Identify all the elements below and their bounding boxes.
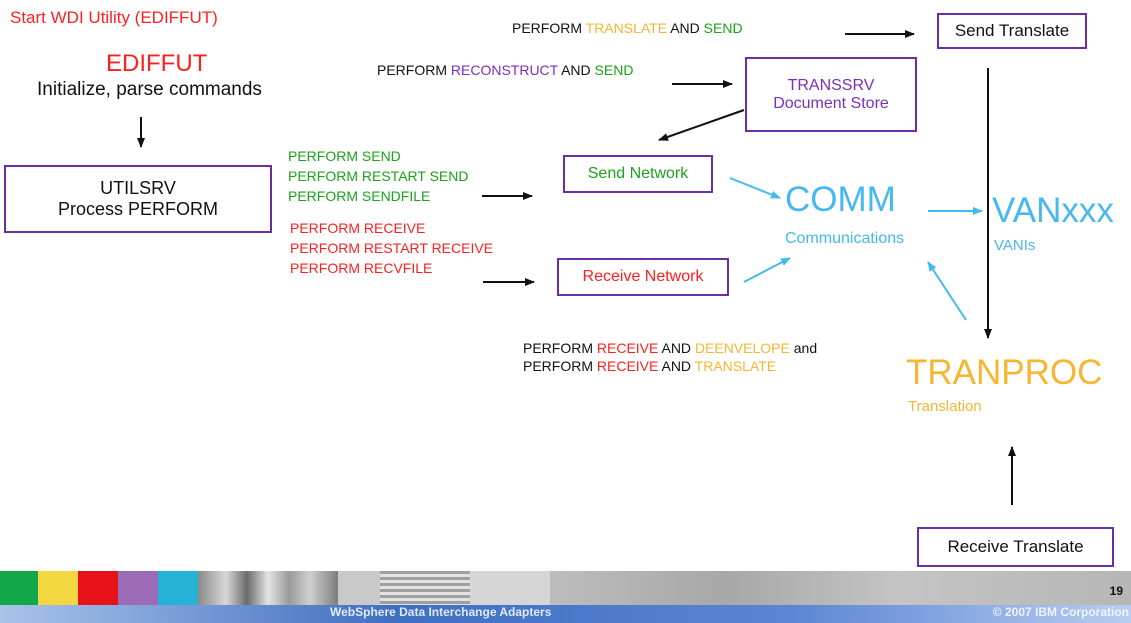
footer: 19 WebSphere Data Interchange Adapters ©… [0, 571, 1131, 623]
receive-word: RECEIVE [596, 340, 659, 356]
send-translate-box: Send Translate [937, 13, 1087, 49]
perform-receive-deenvelope: PERFORM RECEIVE AND DEENVELOPE and [523, 340, 817, 356]
gray-strip-2 [470, 571, 550, 605]
color-block-purple [118, 571, 158, 605]
perform-word: PERFORM [523, 358, 597, 374]
footer-copyright: © 2007 IBM Corporation [992, 605, 1129, 619]
receive-translate-label: Receive Translate [947, 537, 1084, 556]
transsrv-title: TRANSSRV [787, 76, 875, 94]
ediffut-title: EDIFFUT [106, 50, 208, 77]
translate-word: TRANSLATE [585, 20, 668, 36]
perform-word: PERFORM [512, 20, 586, 36]
perform-reconstruct-send: PERFORM RECONSTRUCT AND SEND [377, 62, 633, 78]
perform-send: PERFORM SEND [288, 148, 401, 164]
color-block-cyan [158, 571, 198, 605]
receive-translate-box: Receive Translate [917, 527, 1114, 567]
footer-bar [0, 605, 1131, 623]
color-block-green [0, 571, 38, 605]
comm-subtitle: Communications [785, 230, 905, 247]
arrow-tranproc-to-comm [927, 261, 967, 321]
perform-sendfile: PERFORM SENDFILE [288, 188, 431, 204]
and-word: AND [667, 20, 704, 36]
receive-network-label: Receive Network [582, 268, 704, 285]
send-word: SEND [594, 62, 634, 78]
transsrv-subtitle: Document Store [773, 94, 889, 112]
van-subtitle: VANIs [994, 237, 1036, 254]
page-number: 19 [1109, 584, 1123, 598]
perform-receive: PERFORM RECEIVE [290, 220, 426, 236]
deenvelope-word: DEENVELOPE [694, 340, 790, 356]
arrow-receive-network-to-comm [743, 257, 791, 283]
translate-word: TRANSLATE [694, 358, 777, 374]
footer-product: WebSphere Data Interchange Adapters [330, 605, 552, 619]
send-network-label: Send Network [587, 165, 689, 182]
transsrv-box: TRANSSRV Document Store [745, 57, 917, 132]
and-word: AND [658, 358, 695, 374]
gray-strip [338, 571, 380, 605]
perform-word: PERFORM [377, 62, 451, 78]
tranproc-title: TRANPROC [906, 353, 1103, 392]
perform-receive-translate: PERFORM RECEIVE AND TRANSLATE [523, 358, 776, 374]
perform-word: PERFORM [523, 340, 597, 356]
and-tail-word: and [789, 340, 818, 356]
receive-network-box: Receive Network [557, 258, 729, 296]
utilsrv-box: UTILSRV Process PERFORM [4, 165, 272, 233]
utilsrv-title: UTILSRV [100, 178, 176, 198]
perform-recvfile: PERFORM RECVFILE [290, 260, 433, 276]
send-word: SEND [703, 20, 743, 36]
perform-restart-send: PERFORM RESTART SEND [288, 168, 469, 184]
start-title: Start WDI Utility (EDIFFUT) [10, 8, 218, 27]
and-word: AND [557, 62, 595, 78]
send-translate-label: Send Translate [954, 21, 1070, 40]
send-network-box: Send Network [563, 155, 713, 193]
utilsrv-subtitle: Process PERFORM [57, 199, 219, 219]
and-word: AND [658, 340, 695, 356]
receive-word: RECEIVE [596, 358, 659, 374]
reconstruct-word: RECONSTRUCT [450, 62, 558, 78]
van-title: VANxxx [992, 191, 1114, 230]
pattern-strip-icon [380, 571, 470, 605]
perform-restart-receive: PERFORM RESTART RECEIVE [290, 240, 494, 256]
perform-translate-send: PERFORM TRANSLATE AND SEND [512, 20, 743, 36]
tranproc-subtitle: Translation [908, 398, 982, 415]
photo-strip-icon [198, 571, 338, 605]
comm-title: COMM [785, 180, 896, 219]
gray-strip-3 [550, 571, 1131, 605]
color-block-red [78, 571, 118, 605]
arrow-send-network-to-comm [729, 177, 781, 199]
arrow-transsrv-to-send-network [658, 109, 745, 141]
ediffut-subtitle: Initialize, parse commands [37, 79, 262, 100]
color-block-yellow [38, 571, 78, 605]
